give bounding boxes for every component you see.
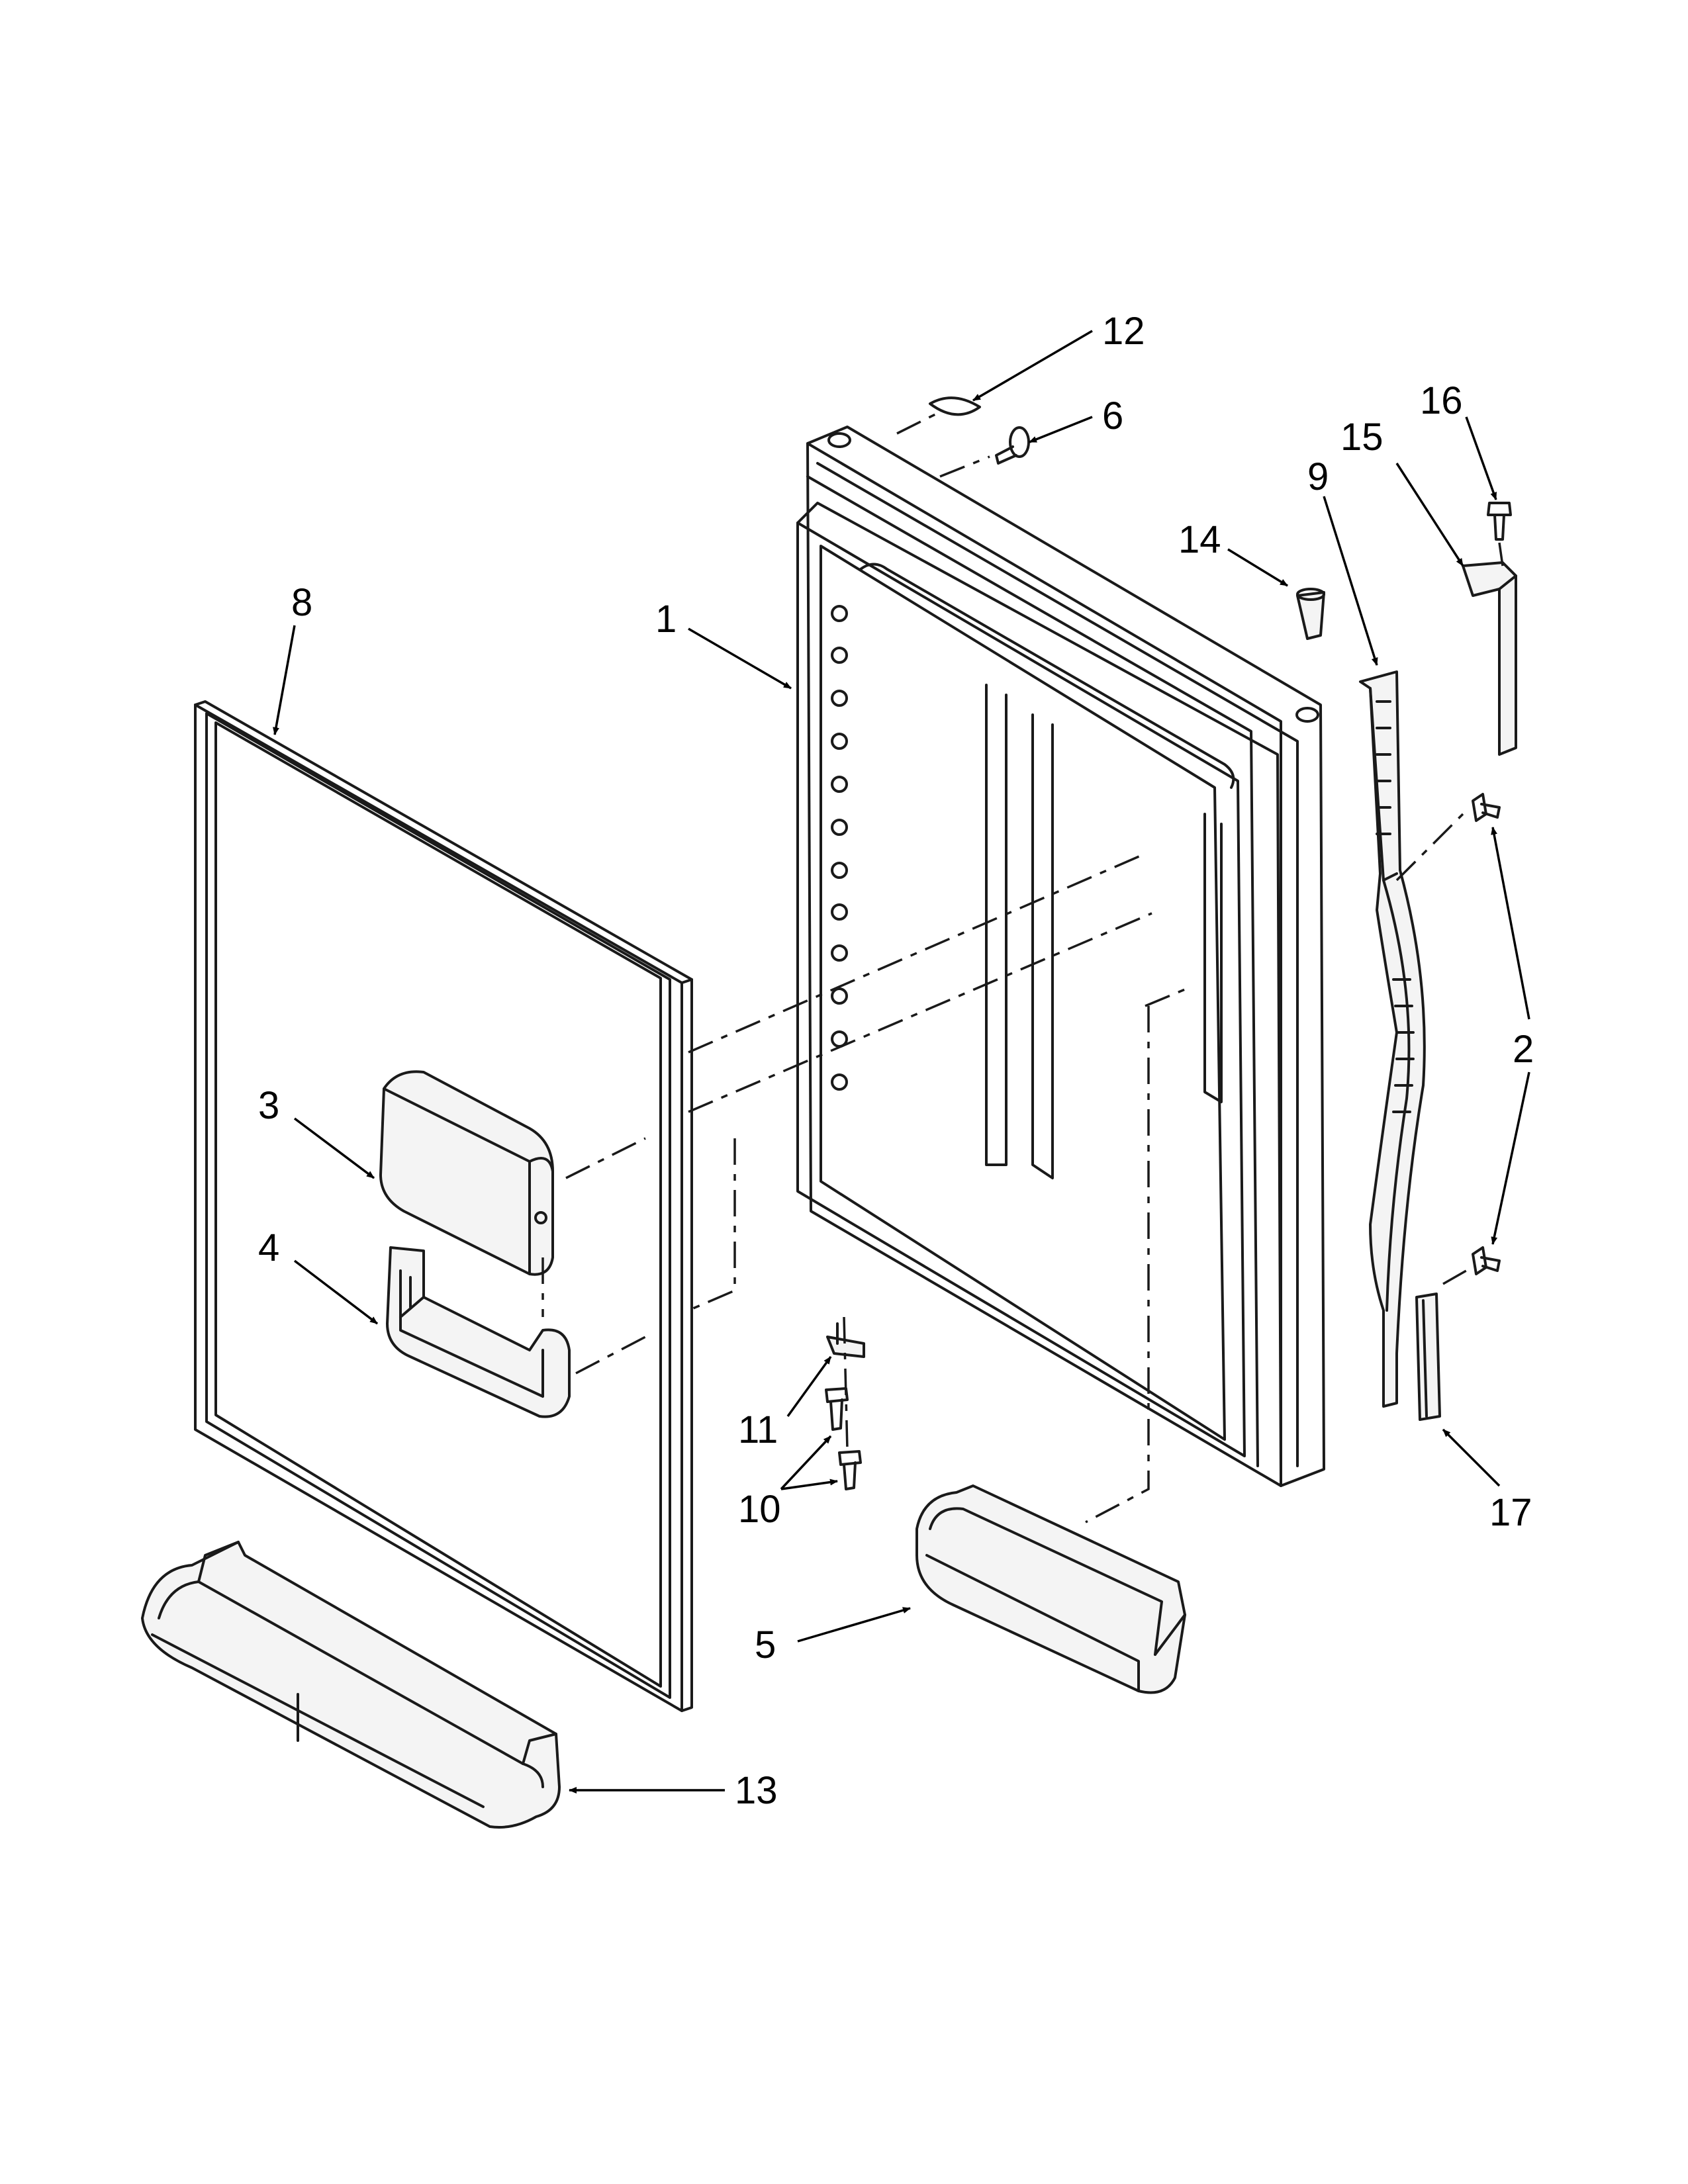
shelf-bump-column (831, 605, 848, 1091)
callout-labels: 12 6 16 15 9 14 8 1 2 3 4 11 10 17 5 13 (258, 310, 1534, 1812)
callout-15: 15 (1340, 416, 1383, 459)
door-handle-part-9 (1359, 670, 1426, 1408)
door-panel-part-8 (194, 700, 693, 1712)
callout-1: 1 (655, 598, 677, 641)
screw-part-2-upper (1472, 793, 1501, 822)
screw-part-10-lower (838, 1450, 862, 1490)
callout-12: 12 (1102, 310, 1145, 353)
bracket-part-11 (826, 1322, 865, 1358)
door-bin-part-13 (141, 1541, 561, 1829)
callout-11: 11 (738, 1408, 778, 1451)
hinge-pin-part-6 (995, 426, 1030, 465)
dispenser-cover-part-3 (379, 1070, 554, 1276)
screw-part-10-upper (825, 1387, 849, 1431)
callout-17: 17 (1489, 1491, 1532, 1534)
callout-2: 2 (1513, 1028, 1534, 1071)
handle-trim-part-17 (1415, 1293, 1441, 1421)
hinge-clip-part-12 (929, 396, 981, 416)
callout-6: 6 (1102, 394, 1123, 437)
screw-part-16 (1487, 502, 1512, 541)
callout-3: 3 (258, 1084, 279, 1127)
callout-5: 5 (755, 1623, 776, 1666)
door-bin-part-5 (915, 1484, 1186, 1694)
callout-13: 13 (735, 1769, 778, 1812)
callout-16: 16 (1420, 379, 1463, 422)
leader-lines (273, 330, 1530, 1794)
assembly-lines (541, 412, 1504, 1524)
dispenser-tray-part-4 (386, 1246, 571, 1418)
handle-bracket-part-15 (1462, 561, 1517, 756)
callout-8: 8 (291, 581, 312, 624)
callout-14: 14 (1178, 518, 1221, 561)
callout-9: 9 (1307, 455, 1329, 498)
door-frame-part-1 (796, 426, 1325, 1487)
callout-4: 4 (258, 1226, 279, 1269)
screw-part-2-lower (1472, 1246, 1501, 1275)
callout-10: 10 (738, 1488, 781, 1531)
bushing-part-14 (1296, 588, 1325, 640)
